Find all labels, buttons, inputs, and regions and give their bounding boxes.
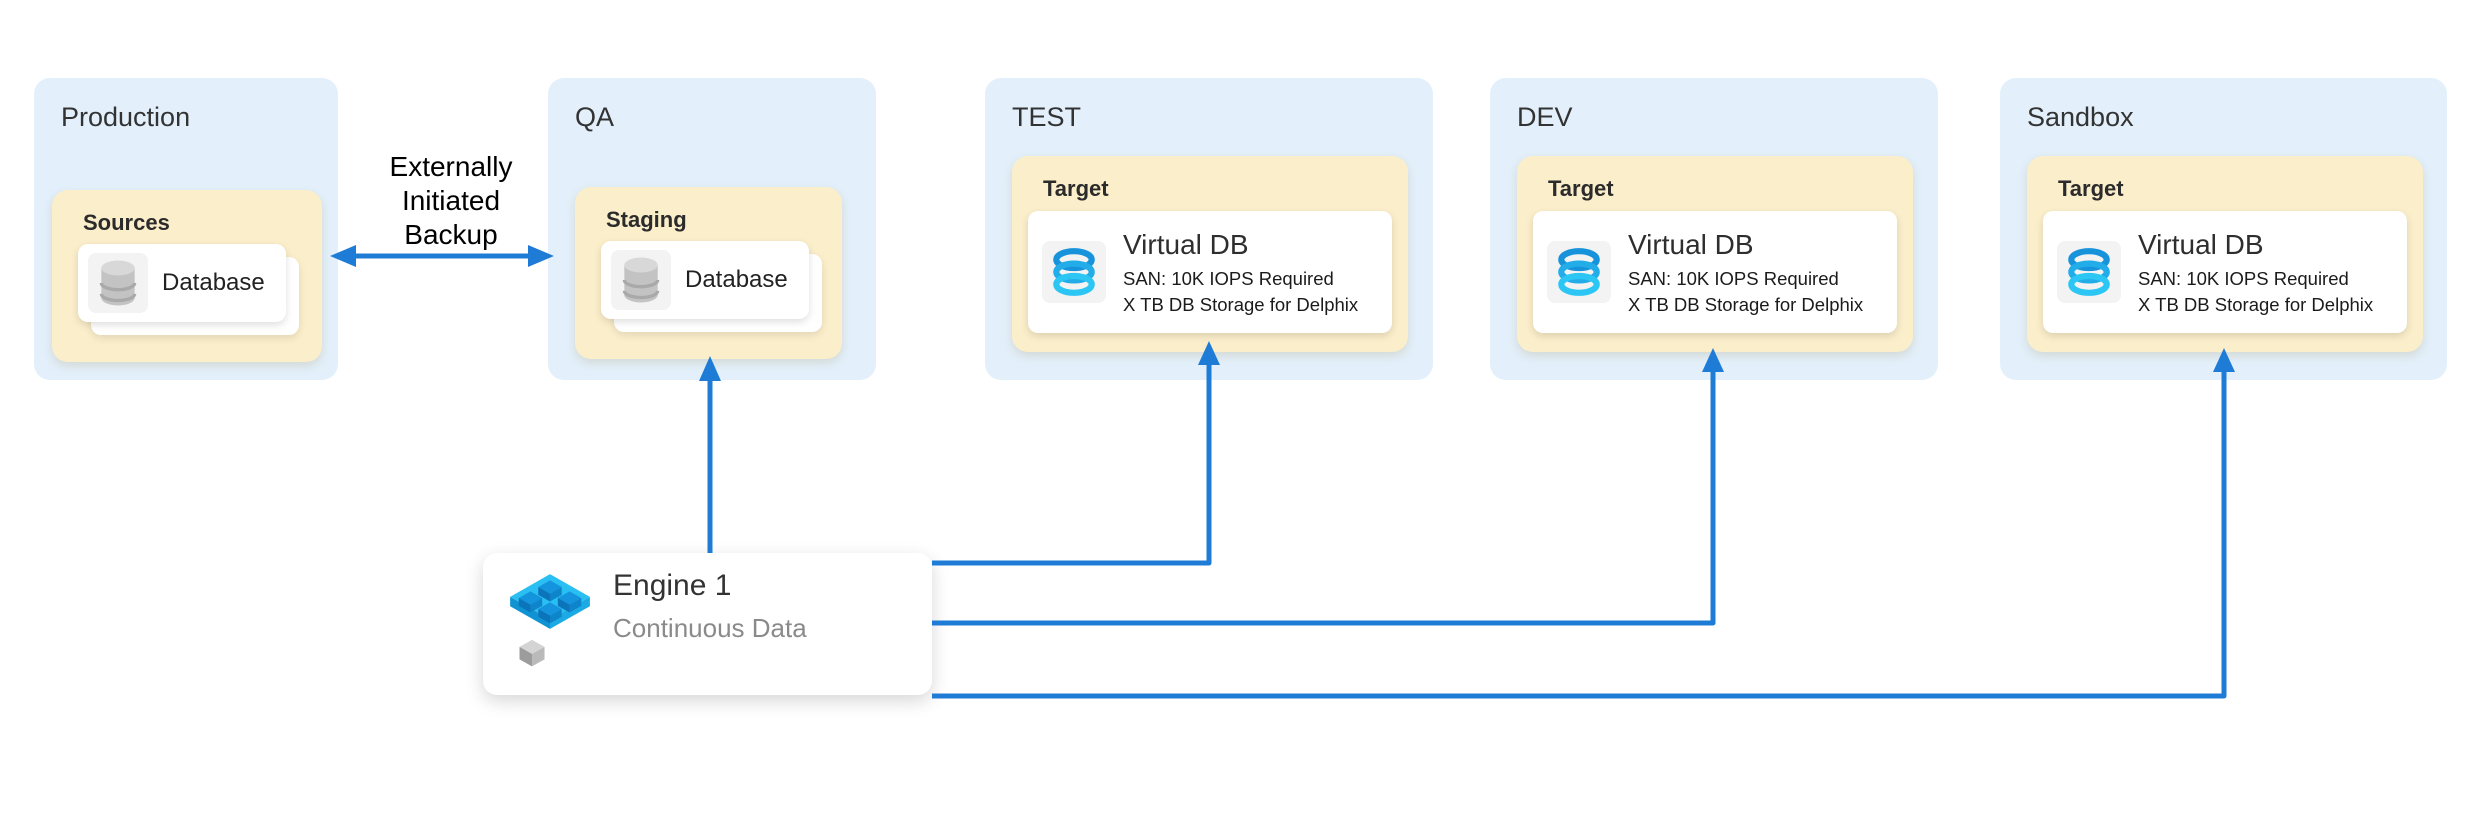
group-label: Target — [1548, 176, 1614, 201]
backup-label-line2: Initiated — [401, 185, 501, 216]
virtual-db-spec-line2: X TB DB Storage for Delphix — [1123, 294, 1359, 315]
database-icon-tile — [611, 250, 671, 310]
virtual-db-spec-line1: SAN: 10K IOPS Required — [2138, 268, 2349, 289]
virtual-db-card: Virtual DB SAN: 10K IOPS Required X TB D… — [1028, 211, 1392, 333]
arrow-engine-dev — [932, 370, 1716, 626]
virtual-db-card: Virtual DB SAN: 10K IOPS Required X TB D… — [2043, 211, 2407, 333]
arrow-engine-test — [932, 362, 1212, 566]
env-title: DEV — [1517, 102, 1573, 132]
env-title: Sandbox — [2027, 102, 2134, 132]
virtual-db-icon — [1558, 248, 1600, 296]
backup-label-line1: Externally — [389, 151, 513, 182]
engine-icon-wrap — [507, 571, 593, 671]
engine-icon — [510, 574, 590, 667]
virtual-db-icon — [1053, 248, 1095, 296]
env-title: TEST — [1012, 102, 1082, 132]
backup-arrow-label: Externally Initiated Backup — [338, 150, 564, 252]
env-box-dev: DEV Target Virtual DB SAN: 10K IOPS Requ… — [1490, 78, 1938, 380]
group-label: Sources — [83, 210, 170, 235]
virtual-db-title: Virtual DB — [1123, 229, 1249, 260]
group-box-target: Target Virtual DB SAN: 10K IOPS Required… — [2027, 156, 2423, 352]
group-box-sources: Sources Database — [52, 190, 322, 362]
env-title: Production — [61, 102, 191, 132]
engine-subtitle: Continuous Data — [613, 613, 807, 643]
database-icon-tile — [88, 253, 148, 313]
virtual-db-spec-line2: X TB DB Storage for Delphix — [1628, 294, 1864, 315]
virtual-db-card: Virtual DB SAN: 10K IOPS Required X TB D… — [1533, 211, 1897, 333]
database-label: Database — [162, 269, 265, 296]
virtual-db-title: Virtual DB — [1628, 229, 1754, 260]
database-icon — [99, 260, 137, 306]
env-title: QA — [575, 102, 615, 132]
virtual-db-icon-tile — [2057, 241, 2121, 303]
virtual-db-spec-line2: X TB DB Storage for Delphix — [2138, 294, 2374, 315]
virtual-db-spec-line1: SAN: 10K IOPS Required — [1628, 268, 1839, 289]
env-box-sandbox: Sandbox Target Virtual DB SAN: 10K IOPS … — [2000, 78, 2447, 380]
engine-card: Engine 1 Continuous Data — [483, 553, 932, 695]
database-label: Database — [685, 266, 788, 293]
virtual-db-icon-tile — [1042, 241, 1106, 303]
arrow-engine-sandbox — [932, 370, 2227, 699]
database-card: Database — [78, 244, 286, 322]
virtual-db-icon-tile — [1547, 241, 1611, 303]
group-box-staging: Staging Database — [575, 187, 842, 359]
virtual-db-spec-line1: SAN: 10K IOPS Required — [1123, 268, 1334, 289]
database-card-stack: Database — [78, 244, 302, 340]
database-icon — [622, 257, 660, 303]
engine-title: Engine 1 — [613, 569, 732, 602]
database-card-stack: Database — [601, 241, 825, 337]
virtual-db-icon — [2068, 248, 2110, 296]
env-box-qa: QA Staging Database — [548, 78, 876, 380]
env-box-production: Production Sources Database — [34, 78, 338, 380]
group-box-target: Target Virtual DB SAN: 10K IOPS Required… — [1012, 156, 1408, 352]
group-label: Target — [2058, 176, 2124, 201]
backup-label-line3: Backup — [404, 219, 498, 250]
env-box-test: TEST Target Virtual DB SAN: 10K IOPS Req… — [985, 78, 1433, 380]
virtual-db-title: Virtual DB — [2138, 229, 2264, 260]
group-label: Target — [1043, 176, 1109, 201]
group-label: Staging — [606, 207, 687, 232]
group-box-target: Target Virtual DB SAN: 10K IOPS Required… — [1517, 156, 1913, 352]
database-card: Database — [601, 241, 809, 319]
